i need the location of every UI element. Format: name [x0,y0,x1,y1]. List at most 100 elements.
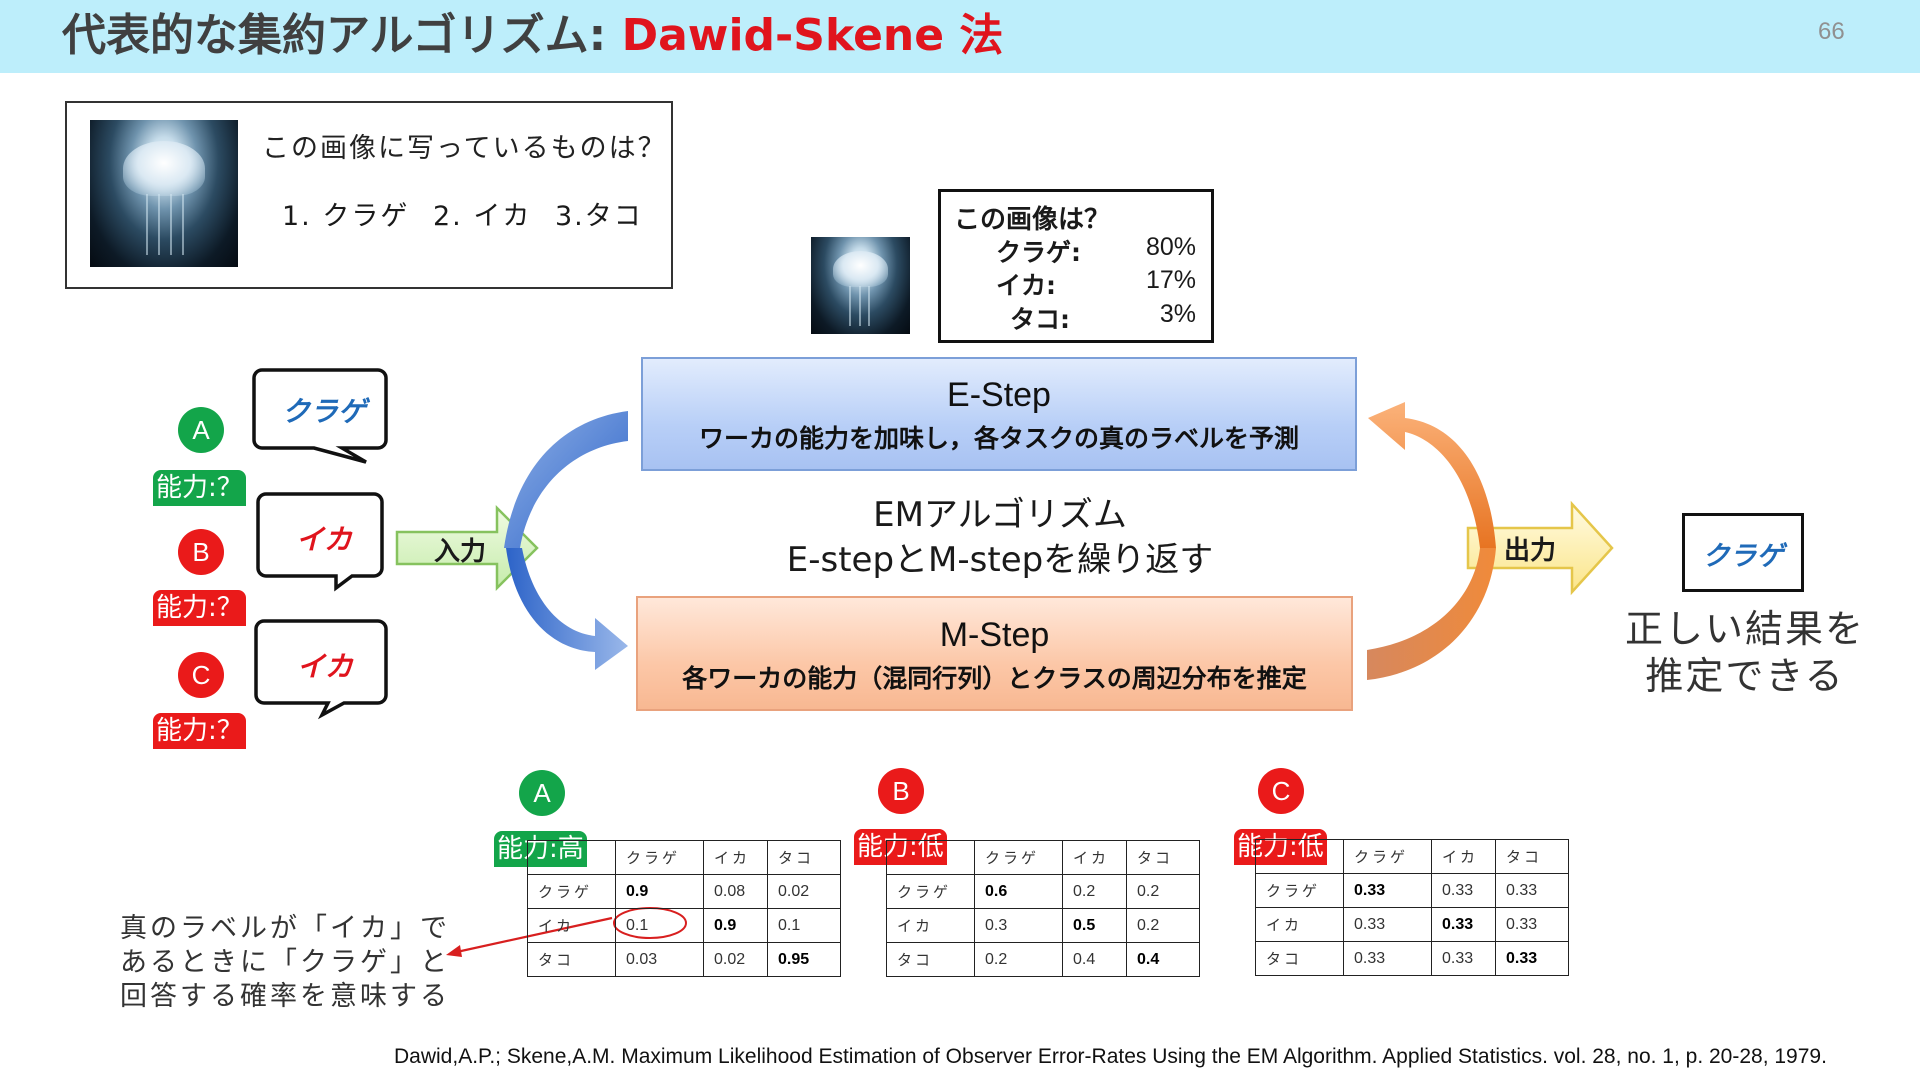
result-title: この画像は？ [954,205,1111,235]
slide-title: 代表的な集約アルゴリズム: Dawid-Skene 法 [62,8,1003,64]
mstep-description: 各ワーカの能力（混同行列）とクラスの周辺分布を推定 [682,664,1307,693]
worker-b-ability: 能力:？ [153,590,246,626]
matrix-header: クラゲ [1343,839,1432,874]
input-label: 入力 [433,537,486,567]
result-value: 17% [1145,266,1196,294]
worker-c-ability: 能力:？ [153,713,246,749]
matrix-cell: 0.33 [1431,941,1496,976]
output-answer: クラゲ [1702,541,1784,572]
matrix-row-label: イカ [1255,907,1344,942]
matrix-a-avatar: A [519,770,565,816]
matrix-row-label: タコ [886,942,975,977]
matrix-cell: 0.33 [1343,941,1432,976]
matrix-cell: 0.1 [767,908,841,943]
matrix-cell: 0.2 [974,942,1063,977]
matrix-cell: 0.33 [1343,873,1432,908]
matrix-cell: 0.33 [1495,941,1569,976]
worker-b-answer: イカ [295,523,352,556]
estep-title: E-Step [947,376,1051,414]
matrix-cell: 0.2 [1126,874,1200,909]
matrix-cell: 0.02 [767,874,841,909]
question-option: 2. イカ [433,201,532,232]
worker-b-avatar: B [178,529,224,575]
worker-a-ability: 能力:？ [153,470,246,506]
matrix-cell: 0.2 [1126,908,1200,943]
matrix-header: イカ [703,840,768,875]
estep-box [641,357,1357,471]
header-bar [0,0,1920,73]
result-box [938,189,1214,343]
matrix-cell: 0.08 [703,874,768,909]
matrix-cell: 0.03 [615,942,704,977]
matrix-cell: 0.33 [1343,907,1432,942]
mstep-title: M-Step [939,616,1050,654]
annotation-text: 真のラベルが「イカ」で [120,913,450,944]
worker-c-answer: イカ [296,650,353,683]
citation: Dawid,A.P.; Skene,A.M. Maximum Likelihoo… [394,1045,1827,1068]
matrix-cell: 0.4 [1126,942,1200,977]
matrix-cell: 0.5 [1062,908,1127,943]
output-description: 正しい結果を [1624,607,1865,651]
orange-curve-arrow [1367,548,1496,680]
em-algorithm-title: EMアルゴリズム [873,495,1127,535]
matrix-row-label: タコ [527,942,616,977]
speech-bubble [254,619,388,720]
matrix-cell: 0.6 [974,874,1063,909]
matrix-header: タコ [767,840,841,875]
speech-bubble [256,492,384,592]
result-label: イカ: [996,271,1056,300]
matrix-row-label: イカ [527,908,616,943]
output-label: 出力 [1503,536,1556,566]
orange-curve-arrow [1368,402,1496,548]
title-highlight: Dawid-Skene 法 [621,10,1004,61]
jellyfish-image-small [811,237,910,334]
mstep-box [636,596,1353,711]
question-option: 3.タコ [555,201,643,232]
matrix-cell: 0.33 [1495,873,1569,908]
result-value: 3% [1159,300,1196,328]
matrix-header: イカ [1431,839,1496,874]
matrix-header: タコ [1126,840,1200,875]
estep-description: ワーカの能力を加味し，各タスクの真のラベルを予測 [698,424,1299,453]
result-value: 80% [1145,233,1196,261]
matrix-b-avatar: B [878,768,924,814]
title-prefix: 代表的な集約アルゴリズム: [62,10,622,61]
annotation-text: あるときに「クラゲ」と [120,947,450,978]
matrix-row-label: クラゲ [527,874,616,909]
matrix-cell: 0.1 [615,908,704,943]
matrix-cell: 0.9 [703,908,768,943]
matrix-header: タコ [1495,839,1569,874]
matrix-cell: 0.4 [1062,942,1127,977]
result-label: タコ: [1010,305,1070,334]
result-label: クラゲ: [996,238,1081,267]
matrix-row-label: クラゲ [886,874,975,909]
question-option: 1. クラゲ [282,201,410,232]
matrix-cell: 0.95 [767,942,841,977]
output-box [1682,513,1804,592]
blue-curve-arrow [506,548,628,670]
matrix-header: クラゲ [974,840,1063,875]
matrix-cell: 0.02 [703,942,768,977]
matrix-row-label: クラゲ [1255,873,1344,908]
matrix-cell: 0.33 [1431,907,1496,942]
speech-bubble [252,368,388,464]
worker-a-answer: クラゲ [281,395,366,428]
arrow-head [446,945,462,957]
matrix-cell: 0.3 [974,908,1063,943]
page-number: 66 [1818,18,1845,45]
annotation-text: 回答する確率を意味する [120,981,450,1012]
matrix-row-label: イカ [886,908,975,943]
worker-c-avatar: C [178,652,224,698]
matrix-c-avatar: C [1258,768,1304,814]
matrix-cell: 0.33 [1495,907,1569,942]
question-prompt: この画像に写っているものは？ [262,133,667,164]
matrix-cell: 0.2 [1062,874,1127,909]
jellyfish-image [90,120,238,267]
matrix-row-label: タコ [1255,941,1344,976]
matrix-cell: 0.33 [1431,873,1496,908]
output-description: 推定できる [1645,654,1845,698]
